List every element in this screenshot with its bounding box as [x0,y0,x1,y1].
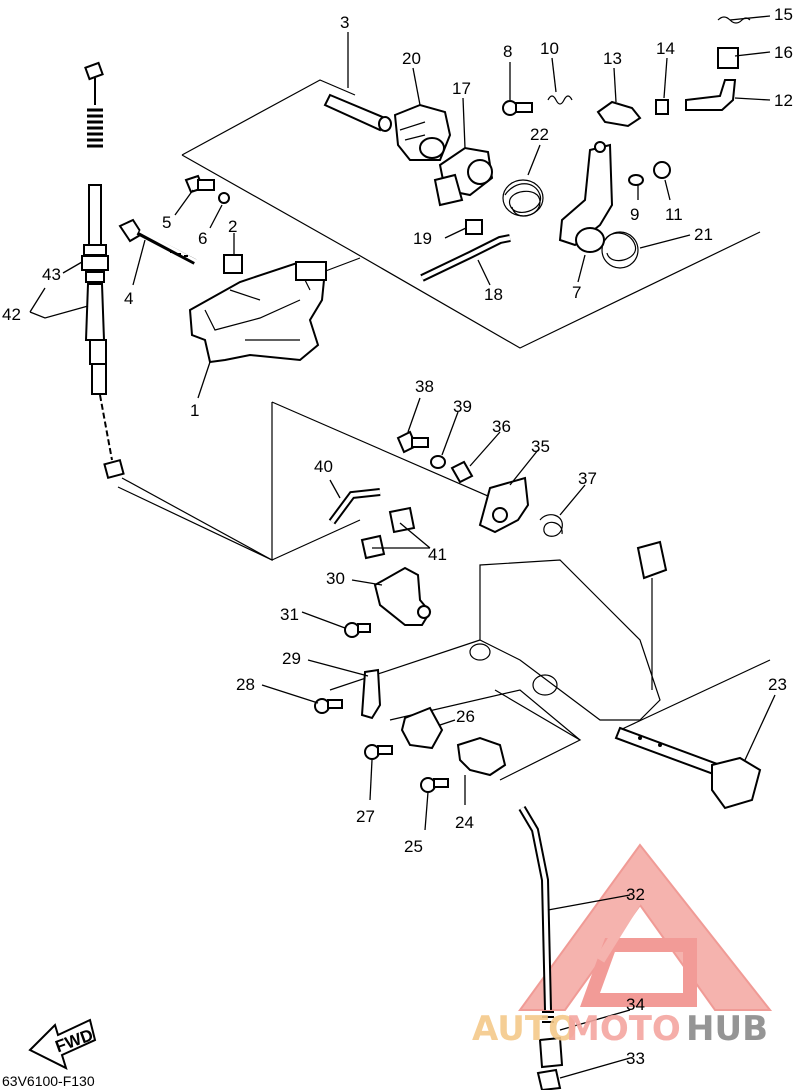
part-16-clip [717,47,739,69]
part-39-washer [430,455,446,469]
part-38-bolt [396,430,429,454]
part-9-washer [628,174,644,186]
callout-33: 33 [626,1049,645,1068]
diagram-code: 63V6100-F130 [2,1073,95,1089]
callout-22: 22 [530,125,549,144]
callout-43: 43 [42,265,61,284]
part-8-screw [502,100,533,116]
part-31-screw [344,622,371,638]
part-41-clips [360,506,416,560]
callout-19: 19 [413,229,432,248]
assembly-frame-upper [181,79,761,349]
part-17-roller [433,146,494,207]
part-11-bushing [653,161,671,179]
callout-17: 17 [452,79,471,98]
callout-14: 14 [656,39,675,58]
callout-7: 7 [572,283,581,302]
callout-30: 30 [326,569,345,588]
part-30-bracket [373,566,432,626]
part-21-spring [601,231,639,269]
callout-32: 32 [626,885,645,904]
part-10-spring [547,95,573,105]
callout-29: 29 [282,649,301,668]
part-24-bracket [456,736,507,777]
callout-labels: 3 20 17 8 10 13 14 15 16 12 22 9 11 21 7… [2,5,793,1068]
part-25-screw [420,777,449,793]
leader-lines [29,15,776,1079]
callout-38: 38 [415,377,434,396]
callout-34: 34 [626,995,645,1014]
callout-37: 37 [578,469,597,488]
watermark-moto: MOTO [566,1009,681,1049]
callout-12: 12 [774,91,793,110]
part-6-washer [218,192,230,204]
callout-24: 24 [455,813,474,832]
callout-25: 25 [404,837,423,856]
part-20-cam [393,103,452,161]
part-5-bolt [184,174,215,194]
part-22-spring [502,179,544,217]
callout-28: 28 [236,675,255,694]
callout-36: 36 [492,417,511,436]
callout-21: 21 [694,225,713,244]
callout-10: 10 [540,39,559,58]
part-1-bracket [188,260,327,364]
callout-5: 5 [162,213,171,232]
part-32-rod [518,805,554,1023]
callout-41: 41 [428,545,447,564]
fwd-label: FWD [53,1025,96,1056]
callout-42: 42 [2,305,21,324]
callout-6: 6 [198,229,207,248]
callout-20: 20 [402,49,421,68]
part-34-nut [538,1036,564,1069]
part-26-cam [400,706,444,750]
engine-casting [469,540,668,721]
part-37-spring [539,514,563,537]
callout-1: 1 [190,401,199,420]
callout-27: 27 [356,807,375,826]
watermark-logo [518,843,773,1011]
part-28-bolt [314,698,343,714]
callout-39: 39 [453,397,472,416]
callout-23: 23 [768,675,787,694]
callout-3: 3 [340,13,349,32]
callout-16: 16 [774,43,793,62]
watermark-text: AUTO MOTO HUB [472,1009,768,1049]
callout-15: 15 [774,5,793,24]
callout-26: 26 [456,707,475,726]
callout-40: 40 [314,457,333,476]
assembly-frame-lower [117,401,771,781]
callout-31: 31 [280,605,299,624]
part-23-rod [614,726,762,810]
callout-4: 4 [124,289,133,308]
watermark-auto: AUTO [472,1009,577,1049]
part-12-hose [685,79,737,111]
part-7-lever [558,141,614,253]
callout-9: 9 [630,205,639,224]
watermark-hub: HUB [686,1009,768,1049]
callout-8: 8 [503,42,512,61]
callout-18: 18 [484,285,503,304]
part-29-plate [360,668,382,720]
part-13-cap [596,100,642,128]
part-19-clip [465,219,483,235]
throttle-cable [81,61,273,561]
part-4-bolt [118,218,197,265]
fwd-arrow-icon: FWD [28,1018,97,1070]
callout-11: 11 [665,205,683,224]
part-14-nut [655,99,669,115]
part-36-pin [450,460,474,484]
callout-13: 13 [603,49,622,68]
callout-35: 35 [531,437,550,456]
part-27-screw [364,744,393,760]
part-2-block [223,254,243,274]
callout-2: 2 [228,217,237,236]
part-3-shaft [323,93,392,132]
part-35-bracket [478,476,530,534]
part-33-nut [536,1068,562,1090]
